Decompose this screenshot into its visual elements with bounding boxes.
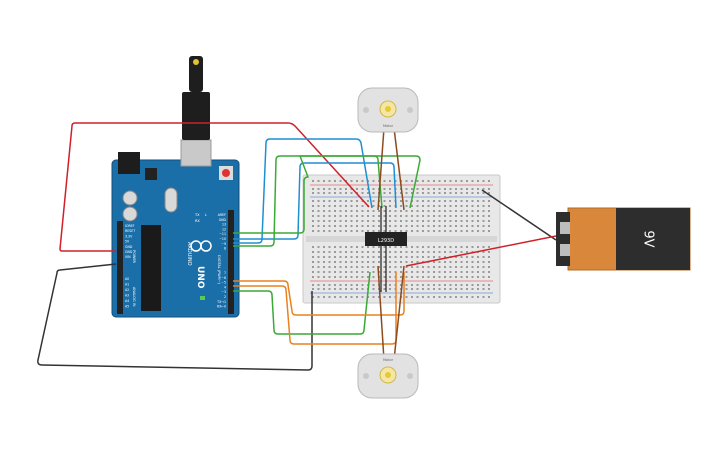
wire-motor-top-b	[393, 127, 405, 211]
power-analog-header	[117, 221, 123, 314]
driver-chip-label: L293D	[378, 238, 394, 244]
pin-label-digital: RX←0	[217, 305, 226, 309]
pin-label-analog: A2	[125, 288, 129, 292]
motor-top-label: Motor	[383, 124, 394, 128]
board-brand: ARDUINO	[186, 242, 192, 266]
battery-9v[interactable]: 9V	[556, 207, 691, 271]
pin-label-power: GND	[125, 250, 133, 254]
pin-label-digital: ~3	[221, 290, 226, 294]
breadboard-holes	[312, 180, 490, 298]
pin-label-digital: ~11	[219, 232, 226, 236]
pin-label-power: 3.3V	[125, 234, 133, 238]
pin-label-digital: AREF	[218, 213, 226, 217]
pin-labels: IOREFRESET3.3V5VGNDGNDVINA0A1A2A3A4A5ARE…	[125, 213, 227, 309]
wires	[37, 122, 557, 371]
usb-port	[180, 139, 212, 167]
pin-label-analog: A4	[125, 299, 129, 303]
arduino-uno-board: ARDUINO UNO POWER ANALOG IN DIGITAL (PWM…	[111, 56, 240, 318]
pin-label-power: VIN	[125, 255, 131, 259]
pin-label-digital: TX→1	[216, 300, 226, 304]
pin-label-power: GND	[125, 245, 133, 249]
pin-label-power: 5V	[125, 240, 130, 244]
power-header-label: POWER	[132, 250, 136, 264]
led-l-label: L	[205, 213, 207, 217]
pin-label-digital: ~5	[221, 281, 226, 285]
wire-motor-top-a	[377, 127, 385, 211]
wire-blue-2	[233, 162, 397, 240]
wire-orange-1	[233, 272, 405, 316]
pin-label-analog: A3	[125, 294, 129, 298]
arduino-logo-icon	[190, 240, 212, 252]
pin-label-digital: 2	[224, 295, 226, 299]
wire-motor-bottom-a	[377, 265, 385, 361]
pin-label-power: IOREF	[125, 224, 135, 228]
wire-battery-positive	[405, 235, 557, 267]
pin-label-analog: A0	[125, 277, 129, 281]
led-rx-label: RX	[195, 219, 200, 223]
atmega-chip	[141, 225, 161, 311]
pin-label-digital: 8	[224, 247, 226, 251]
pin-label-analog: A1	[125, 283, 129, 287]
wire-black-gnd	[37, 263, 313, 371]
pin-label-digital: ~9	[221, 242, 226, 246]
wire-blue-1	[233, 138, 373, 244]
wire-red-5v	[59, 122, 370, 252]
pin-label-digital: ~10	[219, 237, 226, 241]
motor-bottom-label: Motor	[383, 358, 394, 362]
power-jack	[118, 152, 140, 174]
wire-green-1	[233, 155, 383, 247]
on-led	[200, 296, 205, 300]
pin-label-digital: ~6	[221, 276, 226, 280]
dc-motor-bottom[interactable]: Motor	[357, 353, 419, 399]
pin-label-power: RESET	[125, 229, 135, 233]
pin-label-digital: 13	[222, 223, 226, 227]
pin-label-digital: 12	[222, 227, 226, 231]
wire-green-3	[233, 271, 371, 335]
battery-label: 9V	[641, 230, 656, 247]
digital-header	[228, 210, 234, 314]
digital-header-label: DIGITAL (PWM~)	[217, 255, 221, 285]
pin-label-digital: GND	[219, 218, 227, 222]
board-model: UNO	[195, 266, 205, 289]
dc-motor-top[interactable]: Motor	[357, 87, 419, 133]
motor-driver-chip: L293D	[365, 232, 407, 246]
pin-label-analog: A5	[125, 305, 129, 309]
pin-label-digital: 7	[224, 271, 226, 275]
wire-green-2	[233, 155, 421, 234]
pin-label-digital: 4	[224, 285, 226, 289]
usb-cable	[182, 92, 210, 140]
analog-header-label: ANALOG IN	[132, 287, 136, 307]
led-tx-label: TX	[194, 213, 200, 217]
wire-motor-bottom-b	[393, 265, 405, 361]
wire-battery-negative	[481, 189, 557, 241]
